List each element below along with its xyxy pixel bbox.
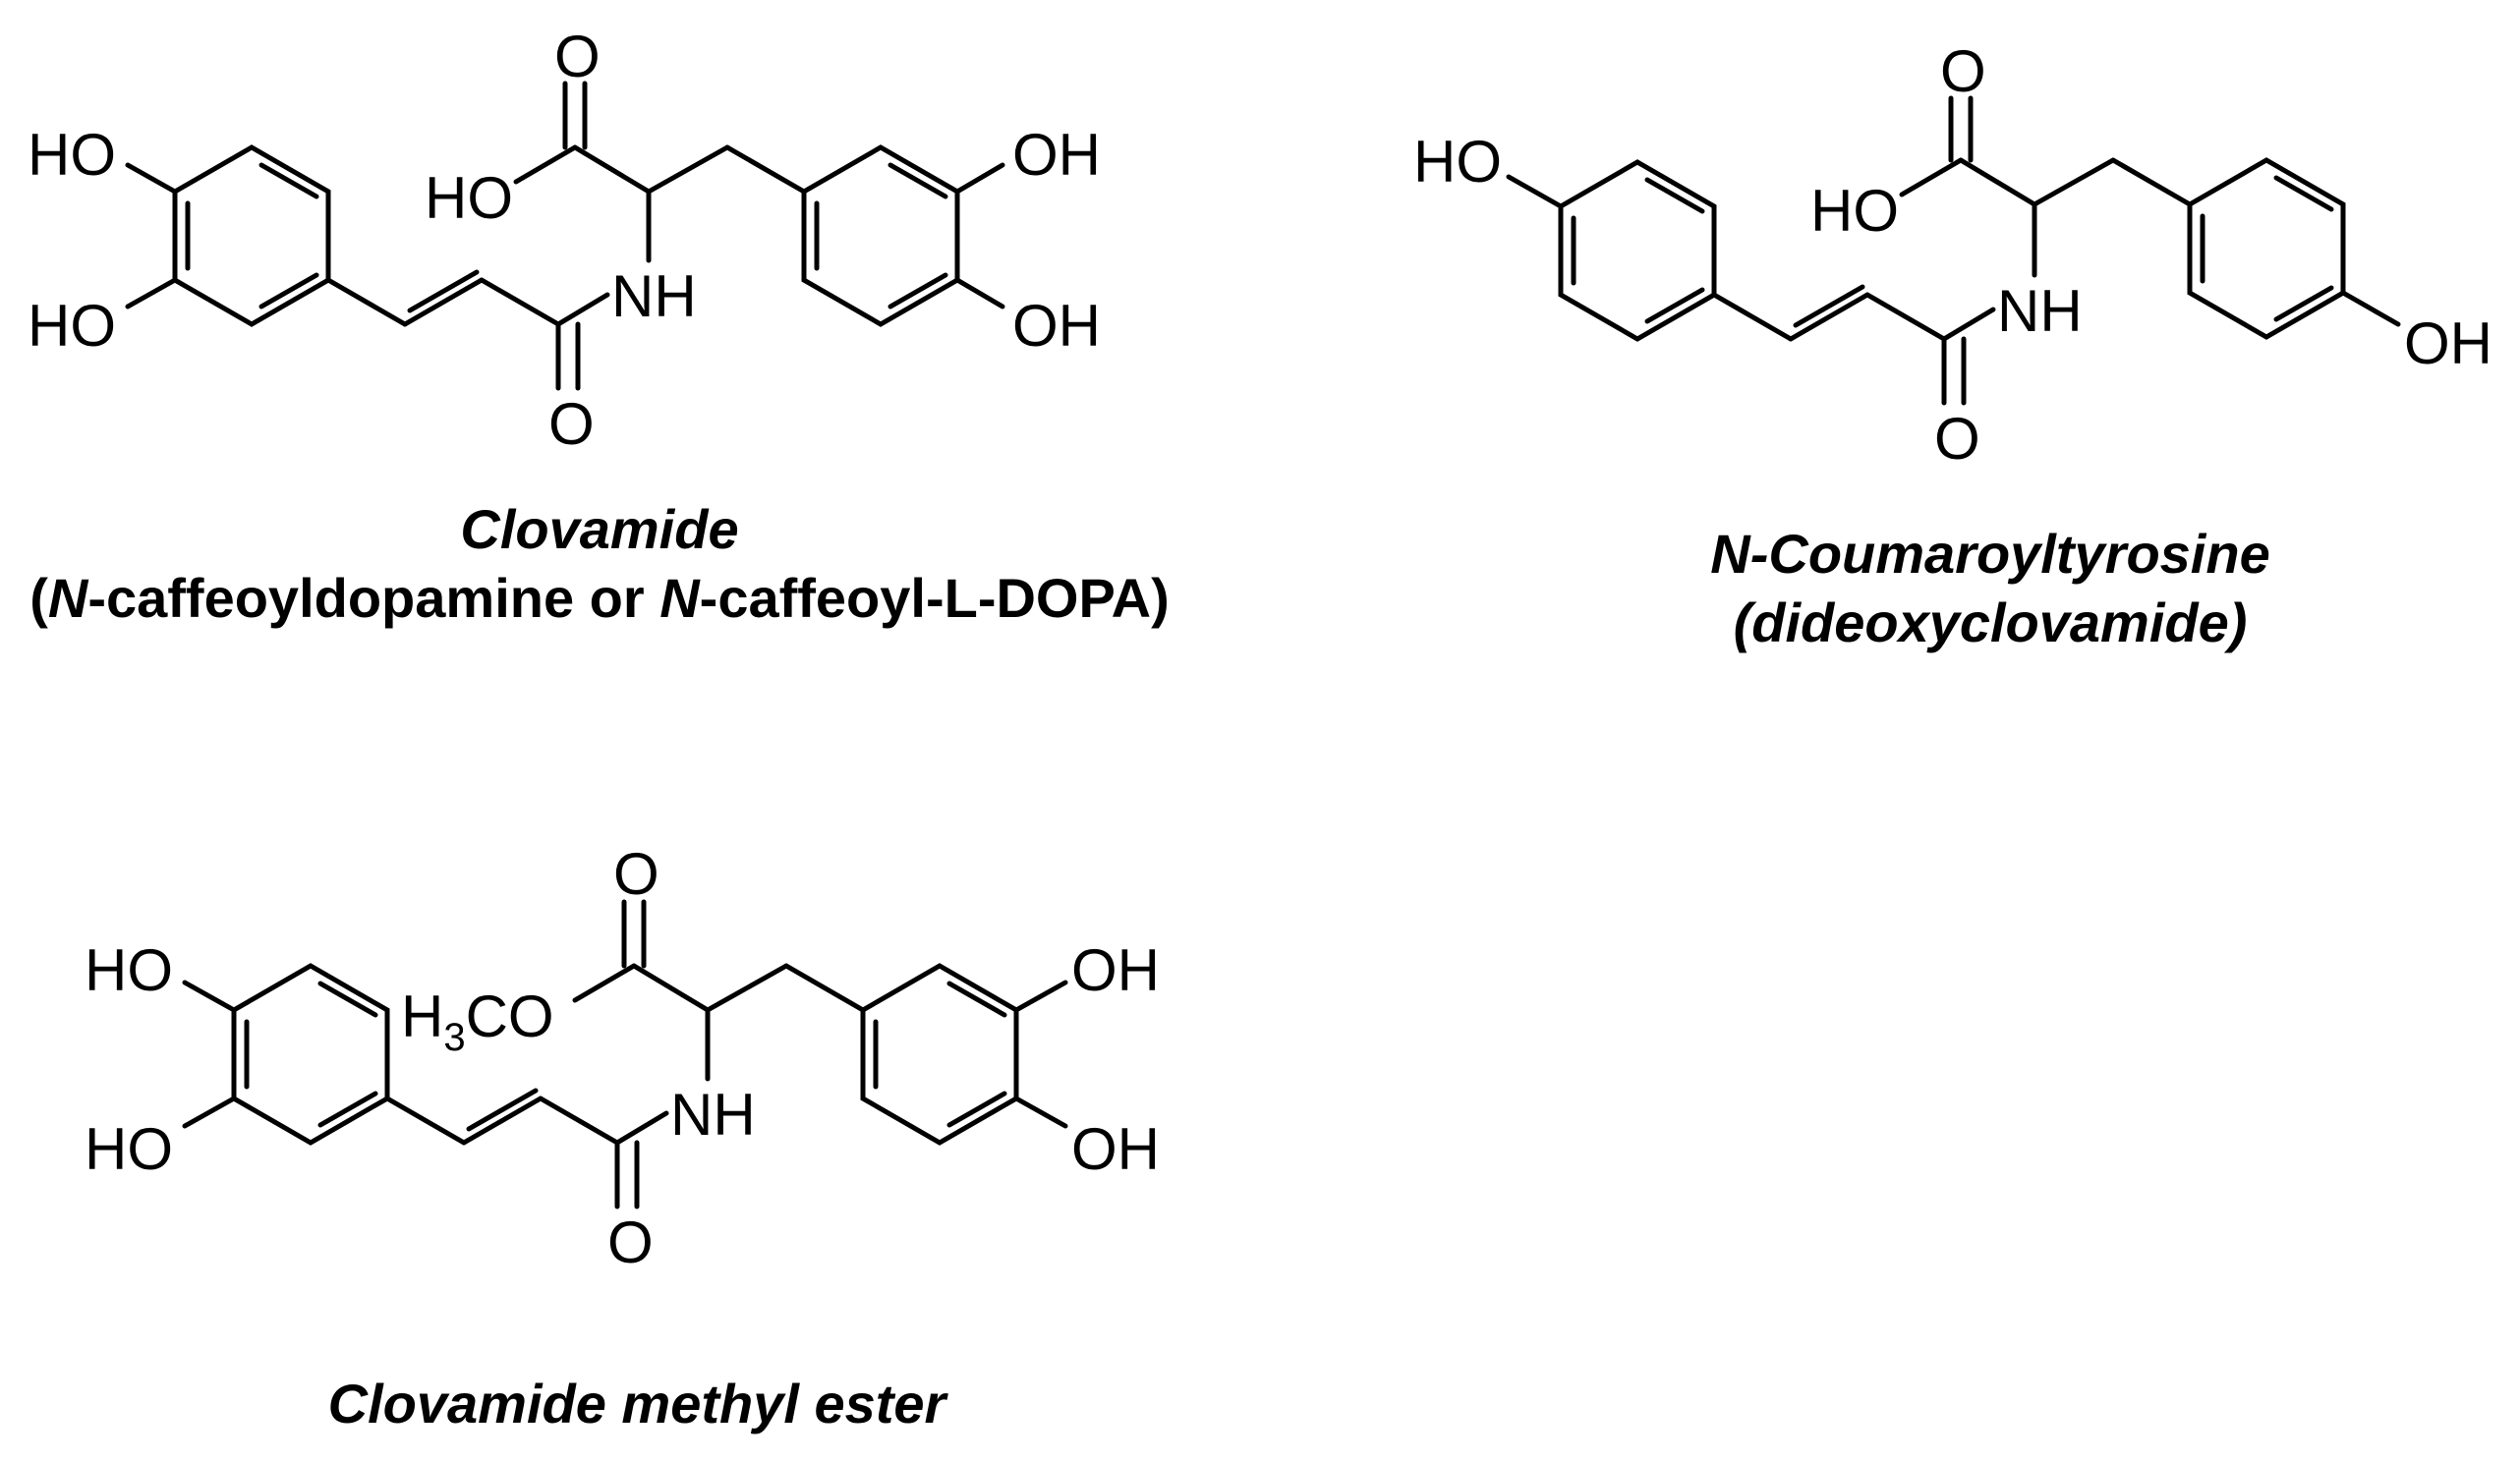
- caption-line-1-run-0: (dideoxyclovamide): [1734, 591, 2248, 653]
- atom-ho-bottom: HO: [85, 1116, 173, 1182]
- atom-carboxyl-ho: HO: [425, 165, 513, 231]
- methoxy-subscript: 3: [443, 1016, 465, 1059]
- atom-ho-bottom: HO: [28, 293, 116, 359]
- structure-coumaroyltyrosine: HO O HO NH O OH N-Coumaroyltyrosine(dide…: [1413, 38, 2492, 653]
- atom-nh: NH: [1997, 278, 2083, 344]
- atom-labels: HO HO O HO NH O OH OH: [28, 24, 1101, 457]
- caption-line-1-run-3: N: [659, 567, 701, 629]
- atom-carboxyl-o: O: [1940, 38, 1986, 104]
- atom-carboxyl-o: O: [554, 24, 601, 89]
- methoxy-co: CO: [466, 984, 554, 1049]
- atom-ho-top: HO: [85, 937, 173, 1003]
- atom-methoxy: H3CO: [401, 984, 554, 1059]
- atom-amide-o: O: [548, 391, 595, 457]
- caption-line-0-run-0: Clovamide: [460, 498, 738, 560]
- atom-nh: NH: [611, 263, 697, 329]
- caption-clovamide-methyl-ester: Clovamide methyl ester: [328, 1373, 949, 1434]
- caption-line-1-run-2: -caffeoyldopamine or: [87, 567, 659, 629]
- atom-ho-top: HO: [28, 122, 116, 188]
- atom-ester-o: O: [613, 841, 659, 907]
- bonds: [182, 899, 1068, 1209]
- bonds: [1506, 95, 2401, 406]
- atom-oh-top: OH: [1012, 122, 1101, 188]
- atom-amide-o: O: [1934, 406, 1980, 472]
- atom-amide-o: O: [607, 1209, 654, 1275]
- caption-clovamide: Clovamide(N-caffeoyldopamine or N-caffeo…: [29, 498, 1170, 629]
- caption-line-0-run-0: N-Coumaroyltyrosine: [1710, 523, 2269, 585]
- atom-oh-bottom: OH: [1071, 1116, 1160, 1182]
- methoxy-h: H: [401, 984, 443, 1049]
- structure-clovamide: HO HO O HO NH O OH OH Clovamide(N-caffeo…: [28, 24, 1170, 629]
- atom-oh-right: OH: [2404, 310, 2492, 376]
- atom-oh-top: OH: [1071, 937, 1160, 1003]
- atom-oh-bottom: OH: [1012, 293, 1101, 359]
- atom-ho-left: HO: [1413, 129, 1502, 195]
- bonds: [125, 81, 1005, 391]
- atom-labels: HO HO O H3CO NH O OH OH: [85, 841, 1160, 1275]
- atom-carboxyl-ho: HO: [1810, 178, 1899, 244]
- atom-nh: NH: [670, 1082, 756, 1148]
- caption-line-1-run-1: N: [48, 567, 89, 629]
- caption-line-1-run-0: (: [29, 567, 48, 629]
- structure-clovamide-methyl-ester: HO HO O H3CO NH O OH OH Clovamide methyl…: [85, 841, 1160, 1434]
- caption-line-0-run-0: Clovamide methyl ester: [328, 1373, 949, 1434]
- caption-coumaroyltyrosine: N-Coumaroyltyrosine(dideoxyclovamide): [1710, 523, 2269, 653]
- caption-line-1-run-4: -caffeoyl-L-DOPA): [700, 567, 1170, 629]
- atom-labels: HO O HO NH O OH: [1413, 38, 2492, 472]
